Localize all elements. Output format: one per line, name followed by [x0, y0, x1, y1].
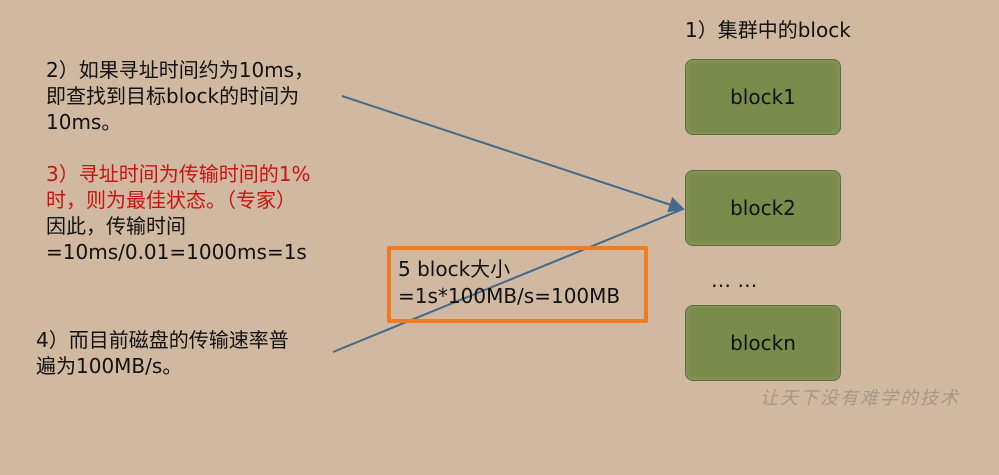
- arrow-transfer-rate: [332, 208, 684, 353]
- note-2-line-3: 10ms。: [46, 110, 122, 134]
- block-2: block2: [685, 170, 841, 246]
- note-4-line-2: 遍为100MB/s。: [36, 354, 183, 378]
- block-1: block1: [685, 59, 841, 135]
- note-2-line-2: 即查找到目标block的时间为: [46, 84, 300, 108]
- arrow-seek-time: [341, 95, 685, 213]
- block-ellipsis: … …: [711, 268, 758, 292]
- cluster-heading: 1）集群中的block: [685, 18, 851, 42]
- note-5-line-2: =1s*100MB/s=100MB: [398, 284, 621, 308]
- block-n: blockn: [685, 305, 841, 381]
- note-5-line-1: 5 block大小: [398, 257, 511, 281]
- note-2-line-1: 2）如果寻址时间约为10ms，: [46, 58, 315, 82]
- block-size-callout: [387, 246, 648, 323]
- note-3-line-1: 3）寻址时间为传输时间的1%: [46, 162, 311, 186]
- note-3-line-2: 时，则为最佳状态。（专家）: [46, 188, 296, 212]
- watermark-logo: 让天下没有难学的技术: [760, 388, 960, 409]
- note-3-line-3: 因此，传输时间: [46, 214, 186, 238]
- note-3-line-4: =10ms/0.01=1000ms=1s: [46, 240, 307, 264]
- note-4-line-1: 4）而目前磁盘的传输速率普: [36, 328, 289, 352]
